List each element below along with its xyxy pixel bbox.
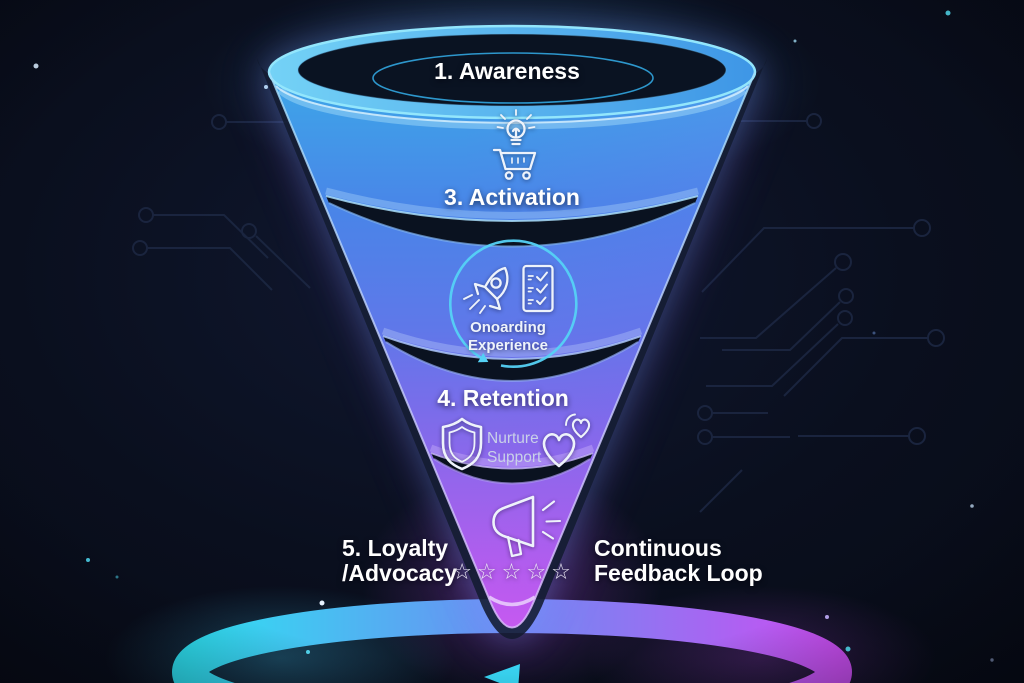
retention-sub-line2: Support	[487, 449, 542, 466]
onboarding-label-line1: Onoarding	[470, 319, 546, 336]
retention-sub-line1: Nurture	[487, 430, 539, 447]
stage-loyalty-label-line1: 5. Loyalty	[342, 535, 448, 561]
stage-retention-label: 4. Retention	[437, 385, 569, 411]
stage-activation-label: 3. Activation	[444, 184, 580, 210]
feedback-loop-label-line2: Feedback Loop	[594, 560, 763, 586]
star-rating-icon: ☆☆☆☆☆	[452, 560, 576, 585]
stage-loyalty-label-line2: /Advocacy	[342, 560, 457, 586]
onboarding-label-line2: Experience	[468, 337, 548, 354]
feedback-loop-label-line1: Continuous	[594, 535, 722, 561]
labels: 1. Awareness 3. Activation Onoarding Exp…	[342, 58, 763, 586]
stage-awareness-label: 1. Awareness	[434, 58, 580, 84]
